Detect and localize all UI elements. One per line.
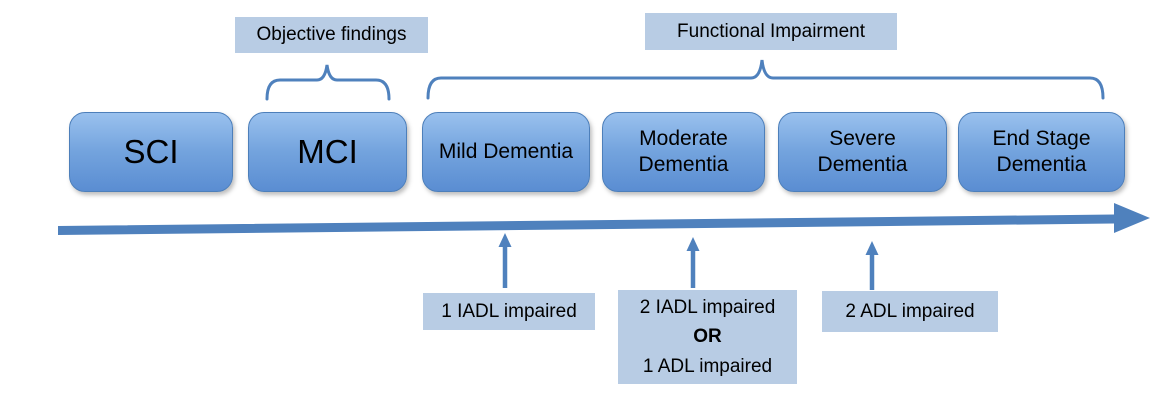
moderate-dementia-marker-arrow [686, 237, 700, 288]
stage-box-severe-dementia: Severe Dementia [778, 112, 947, 192]
moderate-impairment-label: 2 IADL impaired OR 1 ADL impaired [618, 290, 797, 384]
stage-box-end-stage-dementia: End Stage Dementia [958, 112, 1125, 192]
moderate-impairment-or: OR [693, 326, 722, 348]
objective-findings-label: Objective findings [235, 17, 428, 53]
stage-box-sci: SCI [69, 112, 233, 192]
mild-impairment-label: 1 IADL impaired [423, 293, 595, 330]
severe-dementia-marker-arrow [865, 241, 879, 290]
functional-impairment-brace [426, 59, 1105, 100]
objective-findings-brace [265, 64, 391, 101]
moderate-impairment-line3: 1 ADL impaired [642, 355, 773, 377]
stage-box-mci: MCI [248, 112, 407, 192]
stage-box-moderate-dementia: Moderate Dementia [602, 112, 765, 192]
mild-dementia-marker-arrow [498, 233, 512, 288]
severe-impairment-label: 2 ADL impaired [822, 291, 998, 332]
stage-box-mild-dementia: Mild Dementia [422, 112, 590, 192]
moderate-impairment-line1: 2 IADL impaired [639, 296, 776, 318]
timeline-arrow [58, 203, 1150, 235]
functional-impairment-label: Functional Impairment [645, 13, 897, 50]
